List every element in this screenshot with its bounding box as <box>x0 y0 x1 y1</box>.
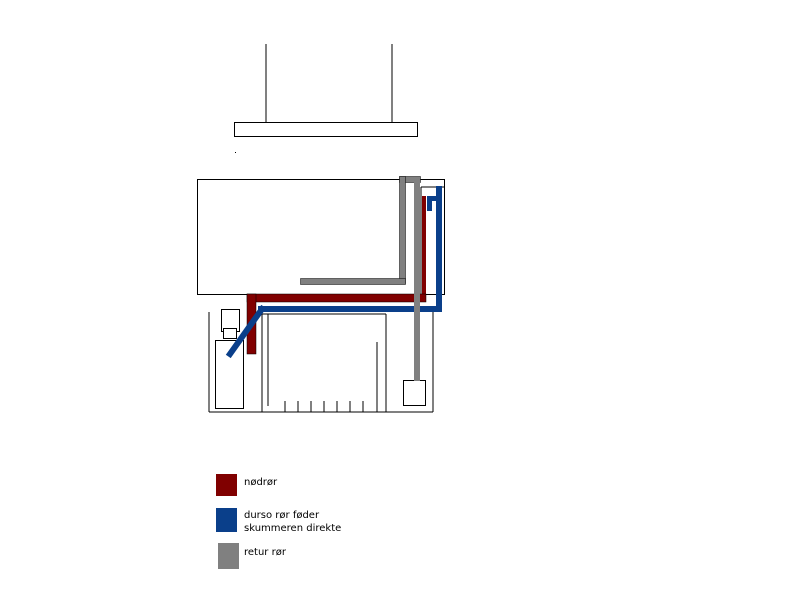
legend-swatch-return-pipe <box>218 543 239 569</box>
return-pipe-tank-riser <box>399 176 406 284</box>
stray-dot <box>235 152 236 153</box>
legend-swatch-durso-pipe <box>216 508 237 532</box>
return-pipe <box>300 176 421 381</box>
durso-pipe-elbow <box>428 196 439 201</box>
legend-swatch-emergency-pipe <box>216 474 237 496</box>
sump <box>208 309 434 413</box>
return-pipe-spraybar <box>300 278 406 285</box>
lamp <box>234 44 418 137</box>
return-pump <box>403 380 426 406</box>
durso-pipe-to-skimmer <box>225 304 267 359</box>
display-tank <box>197 179 445 295</box>
durso-pipe-riser <box>436 186 442 312</box>
skimmer-neck <box>223 328 237 339</box>
sump-media-ticks <box>284 401 364 412</box>
durso-pipe-horizontal <box>258 306 442 312</box>
lamp-body <box>234 122 418 137</box>
legend-label-durso-pipe: durso rør føder skummeren direkte <box>244 510 342 534</box>
legend-label-emergency-pipe: nødrør <box>244 477 278 488</box>
emergency-pipe-riser <box>422 196 426 294</box>
durso-pipe-inlet <box>427 196 432 211</box>
durso-pipe <box>225 186 442 359</box>
emergency-pipe-horizontal <box>246 293 427 303</box>
return-pipe-main <box>414 180 420 381</box>
legend-label-return-pipe: retur rør <box>244 547 286 558</box>
